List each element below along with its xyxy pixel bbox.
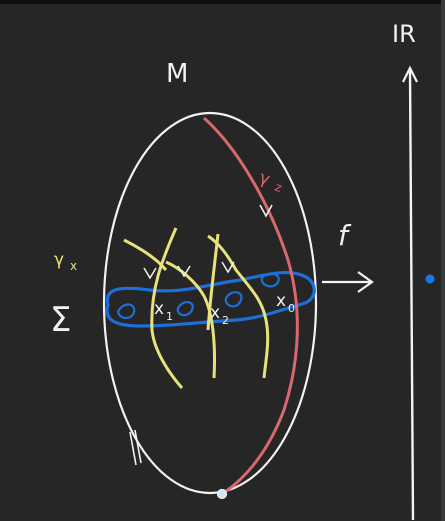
real-line-arrowhead — [402, 65, 418, 83]
sigma-loop-1 — [116, 303, 136, 320]
manifold-label: M — [166, 59, 188, 89]
gamma-x-arrow-2 — [177, 265, 191, 278]
right-border — [441, 0, 445, 521]
gamma-x-label: γ — [54, 250, 64, 270]
gamma-z-sub: z — [273, 180, 284, 195]
gamma-x-curve-4 — [206, 233, 220, 331]
bottom-point — [216, 488, 228, 500]
gamma-x-curve-1 — [123, 227, 184, 389]
gamma-x-sub: x — [70, 259, 77, 273]
gamma-x-arrow-3 — [221, 261, 235, 274]
sigma-band — [105, 270, 316, 328]
point-x0-sub: 0 — [288, 302, 295, 315]
real-line-point — [425, 274, 435, 284]
real-line-label: IR — [392, 20, 416, 48]
manifold-tick-mark — [129, 429, 142, 466]
sigma-label: Σ — [50, 300, 71, 340]
point-x2-sub: 2 — [222, 314, 229, 327]
sigma-loop-2 — [176, 301, 194, 317]
gamma-x-curve-2 — [165, 260, 216, 379]
top-border — [0, 0, 445, 4]
map-arrow — [322, 271, 374, 293]
gamma-x-arrow-1 — [143, 267, 157, 280]
point-x1-label: x — [154, 299, 164, 319]
gamma-z-curve — [203, 116, 299, 496]
gamma-x-curve-3 — [207, 234, 270, 379]
point-x1-sub: 1 — [166, 310, 173, 323]
sigma-loop-4 — [260, 272, 280, 288]
real-line — [408, 69, 415, 521]
sigma-loop-3 — [224, 291, 243, 308]
point-x0-label: x — [276, 291, 286, 311]
gamma-z-arrow — [259, 204, 273, 218]
point-x2-label: x — [210, 303, 220, 323]
gamma-z-label: γ — [256, 168, 272, 190]
map-label: f — [338, 219, 352, 252]
manifold-outline — [102, 111, 318, 495]
